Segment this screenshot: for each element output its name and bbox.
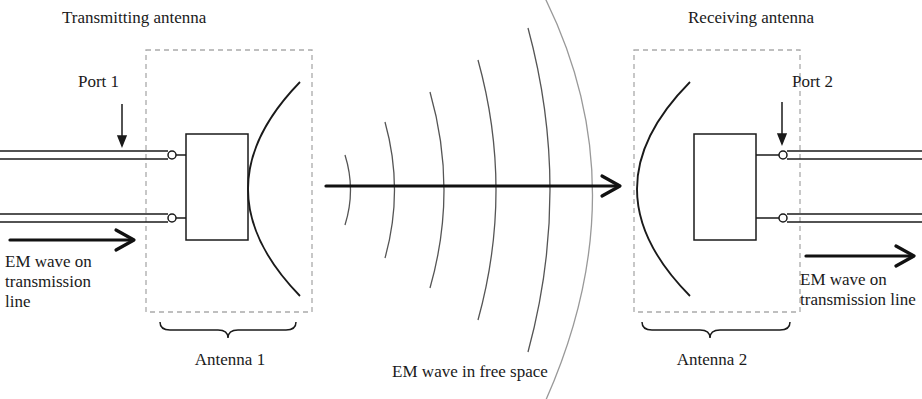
wavefront: [385, 122, 395, 258]
port-label: Port 1: [78, 72, 158, 92]
port-terminal: [779, 214, 787, 222]
wave-note: EM wave on transmission line: [5, 252, 115, 312]
feed-box: [186, 134, 248, 240]
wavefront: [478, 60, 496, 320]
heading-label: Transmitting antenna: [62, 8, 262, 28]
wave-note: EM wave in free space: [380, 362, 560, 382]
feed-box: [694, 134, 756, 240]
antenna-boundary: [146, 50, 312, 312]
part-label: Antenna 1: [170, 350, 290, 370]
port-terminal: [168, 151, 176, 159]
wave-note: EM wave on transmission line: [800, 270, 916, 310]
reflector-dish: [637, 82, 690, 296]
brace: [642, 322, 790, 338]
wavefront: [345, 155, 351, 225]
flow-arrow: [10, 238, 132, 241]
wavefront: [430, 92, 444, 288]
flow-arrow: [806, 254, 912, 257]
port-label: Port 2: [792, 72, 872, 92]
heading-label: Receiving antenna: [688, 8, 888, 28]
port-terminal: [779, 151, 787, 159]
port-terminal: [168, 214, 176, 222]
wavefront: [545, 0, 593, 399]
part-label: Antenna 2: [652, 350, 772, 370]
wavefront: [528, 28, 550, 352]
flow-arrow: [326, 184, 618, 187]
antenna-boundary: [634, 50, 800, 312]
brace: [160, 322, 296, 338]
reflector-dish: [248, 82, 300, 296]
